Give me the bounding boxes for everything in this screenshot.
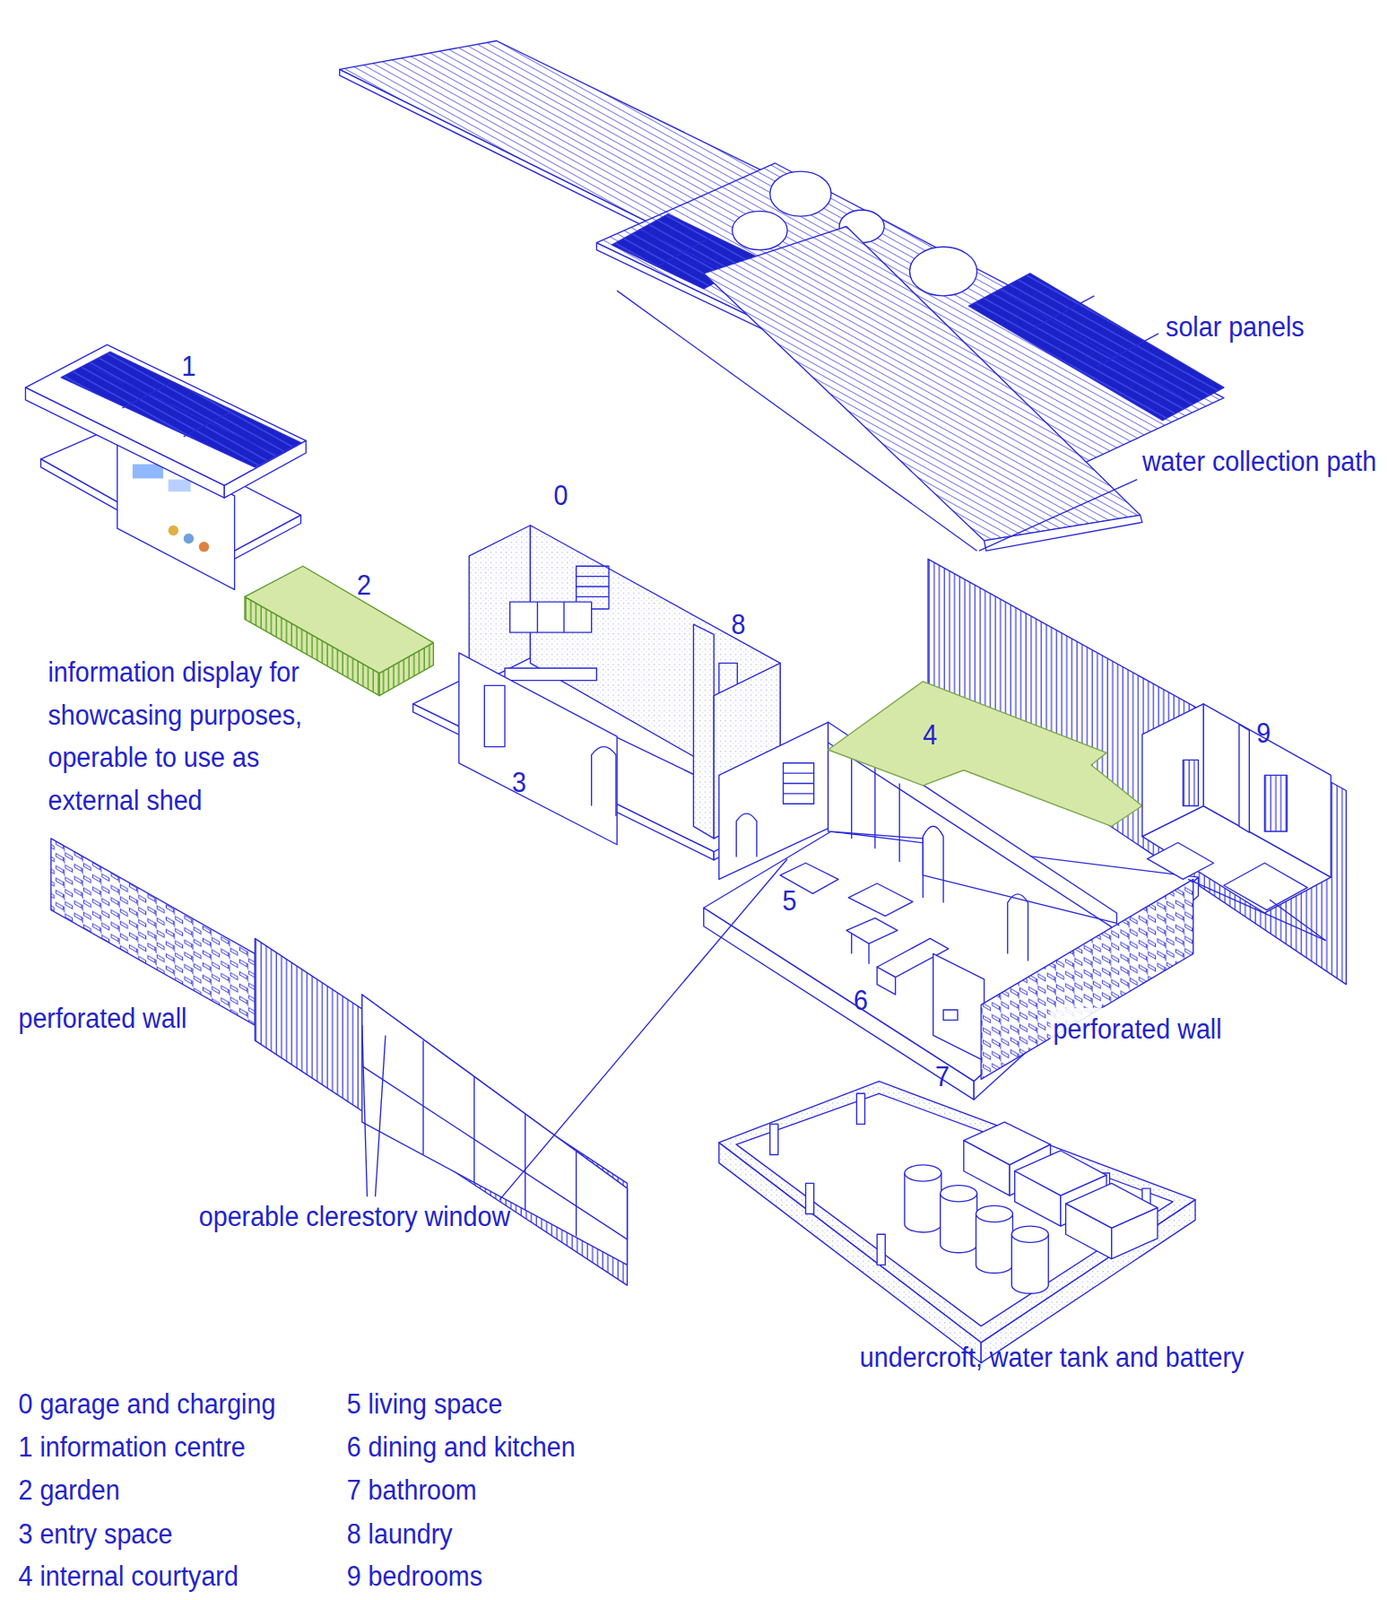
undercroft <box>719 1081 1196 1363</box>
legend-item: 0 garage and charging <box>17 1382 276 1426</box>
callout-number: 9 <box>1256 711 1271 755</box>
part-label: perforated wall <box>17 997 187 1041</box>
courtyard <box>828 681 1143 827</box>
legend-item: 5 living space <box>347 1382 504 1426</box>
callout-number: 1 <box>181 344 196 388</box>
part-label: undercroft, water tank and battery <box>859 1335 1245 1380</box>
part-label: water collection path <box>1142 440 1377 484</box>
annotation: information display for showcasing purpo… <box>47 650 332 823</box>
callout-number: 0 <box>554 474 569 518</box>
callout-number: 8 <box>731 603 747 647</box>
callout-number: 4 <box>922 713 937 757</box>
part-label: operable clerestory window <box>199 1195 511 1239</box>
callout-number: 7 <box>935 1055 950 1099</box>
legend-item: 4 internal courtyard <box>17 1553 238 1597</box>
legend-item: 7 bathroom <box>347 1468 478 1512</box>
callout-number: 3 <box>511 761 527 805</box>
perforated-wall-element <box>51 838 788 1285</box>
legend-item: 6 dining and kitchen <box>347 1425 576 1469</box>
legend-item: 2 garden <box>17 1468 120 1512</box>
part-label: solar panels <box>1165 305 1305 349</box>
part-label: perforated wall <box>1050 1007 1225 1051</box>
callout-number: 2 <box>356 563 372 608</box>
legend-item: 3 entry space <box>17 1512 173 1556</box>
legend-item: 8 laundry <box>347 1512 453 1556</box>
callout-number: 5 <box>781 878 797 922</box>
callout-number: 6 <box>853 979 868 1023</box>
information-centre <box>25 344 306 590</box>
roof <box>339 40 1224 551</box>
legend-item: 9 bedrooms <box>347 1553 483 1597</box>
bedrooms <box>1142 703 1331 941</box>
legend-item: 1 information centre <box>17 1425 245 1469</box>
